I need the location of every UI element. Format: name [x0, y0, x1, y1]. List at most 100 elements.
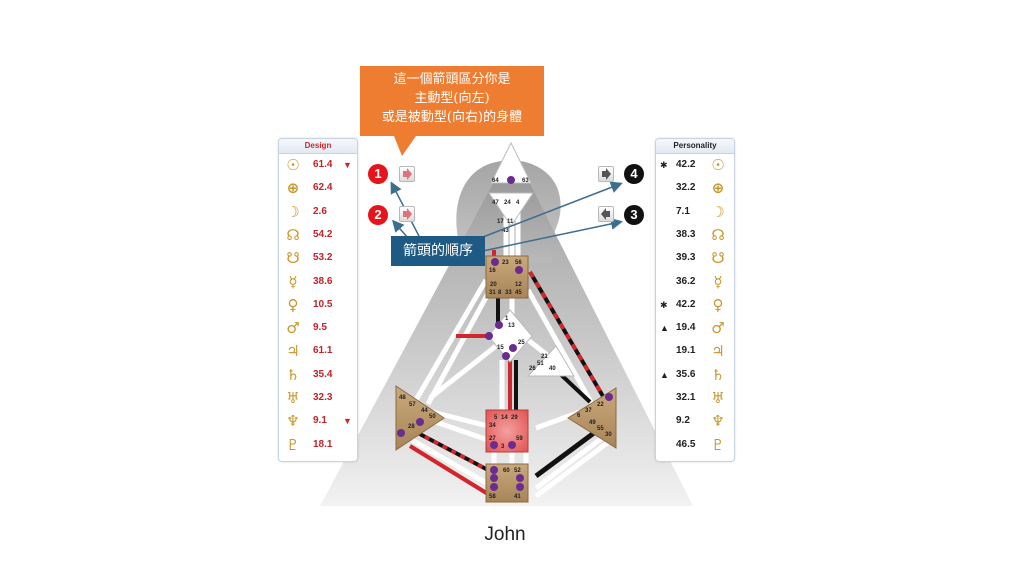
gate-42-marker — [490, 441, 498, 449]
design-top-arrow-button — [399, 166, 415, 182]
order-badge-2: 2 — [368, 205, 388, 225]
personality-gate-value: 7.1 — [676, 205, 690, 217]
design-gate-value: 53.2 — [313, 252, 333, 264]
sun-icon: ☉ — [711, 156, 725, 174]
pointer-line-2 — [392, 219, 409, 239]
personality-gate-value: 46.5 — [676, 438, 696, 450]
gate-38-marker — [490, 483, 498, 491]
gate-44: 44 — [421, 408, 428, 414]
arrow-order-label: 箭頭的順序 — [391, 236, 485, 266]
design-row: ♂ 9.5 — [279, 318, 357, 338]
mercury-icon: ☿ — [288, 272, 298, 291]
gate-40: 40 — [549, 366, 556, 372]
personality-row: ☿36.2 — [656, 272, 734, 292]
gate-54-marker — [490, 474, 498, 482]
design-row: ♆9.1▼ — [279, 411, 357, 431]
gate-25: 25 — [518, 340, 525, 346]
neptune-icon: ♆ — [711, 412, 725, 431]
gate-2-marker — [502, 352, 510, 360]
gate-57: 57 — [409, 402, 416, 408]
design-row: ☉61.4▼ — [279, 155, 357, 175]
gate-46-marker — [509, 344, 517, 352]
gate-37: 37 — [585, 408, 592, 414]
gate-4: 4 — [516, 200, 520, 206]
personality-status-mark: ▲ — [660, 323, 669, 334]
gate-47: 47 — [492, 200, 499, 206]
design-row: ⊕62.4 — [279, 178, 357, 198]
arrow-left-icon — [601, 208, 610, 220]
jupiter-icon: ♃ — [711, 342, 725, 361]
mercury-icon: ☿ — [713, 272, 723, 291]
gate-33: 33 — [505, 290, 512, 296]
gate-30: 30 — [605, 432, 612, 438]
gate-52: 52 — [514, 468, 521, 474]
gate-63: 63 — [522, 178, 529, 184]
personality-gate-value: 38.3 — [676, 228, 696, 240]
order-badge-4: 4 — [624, 164, 644, 184]
gate-53-marker — [490, 466, 498, 474]
gate-21: 21 — [541, 354, 548, 360]
gate-59: 59 — [516, 436, 523, 442]
design-gate-value: 18.1 — [313, 438, 333, 450]
design-row: ♄35.4 — [279, 365, 357, 385]
north-node-icon: ☊ — [286, 225, 300, 244]
personality-status-mark: ✱ — [660, 299, 668, 310]
callout-line-2: 主動型(向左) — [414, 91, 490, 106]
pointer-line-3 — [477, 217, 623, 253]
gate-13: 13 — [508, 323, 515, 329]
gate-51: 51 — [537, 361, 544, 367]
gate-18-marker — [397, 429, 405, 437]
design-gate-value: 10.5 — [313, 298, 333, 310]
design-row: ☊54.2 — [279, 225, 357, 245]
callout-line-1: 這一個箭頭區分你是 — [393, 72, 511, 87]
design-gate-value: 9.5 — [313, 322, 327, 334]
gate-50: 50 — [429, 414, 436, 420]
personality-row: ☽7.1 — [656, 202, 734, 222]
personality-row: ♇46.5 — [656, 435, 734, 455]
callout-tail — [394, 136, 416, 156]
personality-row: ☉42.2✱ — [656, 155, 734, 175]
south-node-icon: ☋ — [711, 249, 725, 268]
design-panel: Design ☉61.4▼⊕62.4☽2.6☊54.2☋53.2☿38.6♀10… — [278, 138, 358, 462]
gate-1: 1 — [505, 316, 509, 322]
design-row: ♇18.1 — [279, 435, 357, 455]
gate-48: 48 — [399, 395, 406, 401]
solar-plexus-center — [567, 387, 617, 449]
mars-icon: ♂ — [711, 319, 725, 338]
saturn-icon: ♄ — [286, 365, 300, 384]
personality-row: ♂19.4▲ — [656, 318, 734, 338]
ajna-center — [488, 192, 534, 227]
gate-31: 31 — [489, 290, 496, 296]
arrow-right-icon — [403, 208, 412, 220]
gate-5: 5 — [494, 415, 498, 421]
gate-7-marker — [495, 321, 503, 329]
design-gate-value: 38.6 — [313, 275, 333, 287]
gate-15: 15 — [497, 345, 504, 351]
chart-caption: John — [484, 524, 526, 545]
personality-row: ♃19.1 — [656, 341, 734, 361]
design-row: ☿ 38.6 — [279, 272, 357, 292]
head-gates: 64 — [492, 178, 499, 184]
north-node-icon: ☊ — [711, 225, 725, 244]
mars-icon: ♂ — [286, 319, 300, 338]
gate-10-marker — [485, 332, 493, 340]
personality-row: ♅32.1 — [656, 388, 734, 408]
gate-29: 29 — [511, 415, 518, 421]
gate-34: 34 — [489, 423, 496, 429]
venus-icon: ♀ — [287, 295, 299, 314]
sun-icon: ☉ — [286, 156, 300, 174]
gate-23: 23 — [502, 260, 509, 266]
design-gate-value: 2.6 — [313, 205, 327, 217]
personality-row: ⊕32.2 — [656, 178, 734, 198]
design-gate-value: 61.1 — [313, 345, 333, 357]
gate-61-marker — [507, 176, 515, 184]
gate-3: 3 — [501, 444, 505, 450]
jupiter-icon: ♃ — [286, 342, 300, 361]
neptune-icon: ♆ — [286, 412, 300, 431]
personality-panel: Personality ☉42.2✱⊕32.2☽7.1☊38.3☋39.3☿36… — [655, 138, 735, 462]
personality-row: ♀42.2✱ — [656, 295, 734, 315]
personality-gate-value: 39.3 — [676, 252, 696, 264]
south-node-icon: ☋ — [286, 249, 300, 268]
design-bottom-arrow-button — [399, 206, 415, 222]
gate-17: 17 — [497, 219, 504, 225]
